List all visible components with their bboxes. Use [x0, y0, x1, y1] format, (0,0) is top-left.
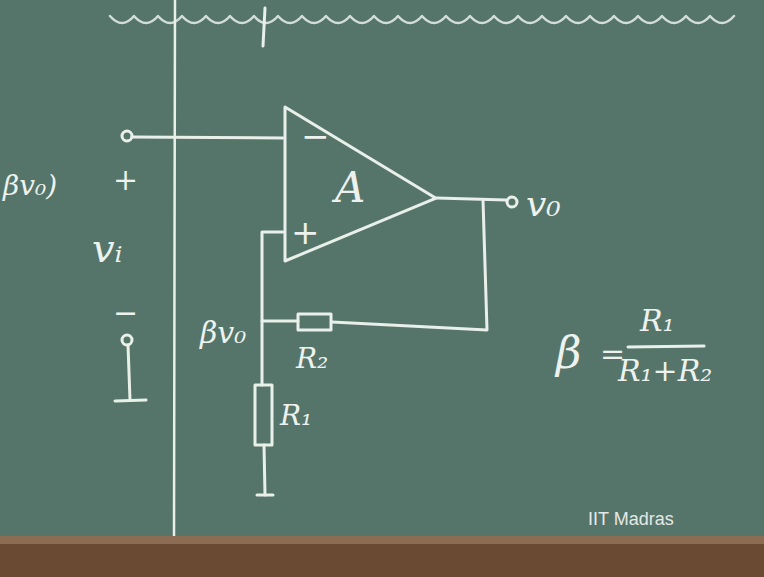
output-wire	[437, 198, 506, 200]
formula-symbol: β	[556, 331, 581, 375]
resistor-symbol	[298, 314, 331, 330]
top-scribble	[110, 16, 734, 23]
inverting-input-sign: −	[301, 119, 330, 153]
resistor-label: R₂	[296, 345, 328, 373]
signal-name: vᵢ	[92, 228, 123, 268]
feedback-wire	[262, 320, 298, 323]
gain-symbol: A	[335, 167, 365, 209]
resistor-symbol	[255, 385, 272, 445]
formula-numerator: R₁	[640, 306, 675, 336]
ground-wire	[264, 445, 265, 495]
ground-symbol	[257, 494, 273, 497]
ground-wire	[128, 345, 130, 400]
op-amp-symbol	[285, 107, 436, 261]
chalk-ledge	[0, 536, 764, 577]
op-amp: − + A	[283, 105, 438, 263]
board-divider	[174, 0, 175, 540]
formula-denominator: R₁+R₂	[618, 356, 712, 386]
partial-expression: βv₀)	[3, 172, 57, 200]
top-tick	[263, 8, 265, 46]
output-terminal	[507, 197, 517, 207]
signal-name: βv₀	[200, 318, 246, 348]
watermark: IIT Madras	[588, 510, 674, 528]
feedback-wire	[332, 200, 487, 330]
polarity-sign: −	[113, 298, 138, 328]
plus-input-wire	[262, 232, 283, 385]
input-terminal	[122, 131, 132, 141]
resistor-label: R₁	[280, 402, 312, 430]
chalk-ledge-edge	[0, 536, 764, 544]
polarity-sign: +	[113, 165, 138, 195]
non-inverting-input-sign: +	[291, 215, 320, 249]
signal-name: v₀	[526, 186, 561, 222]
ground-symbol	[115, 400, 146, 401]
fraction-bar	[628, 346, 704, 347]
input-wire	[132, 137, 283, 138]
input-terminal	[122, 335, 132, 345]
